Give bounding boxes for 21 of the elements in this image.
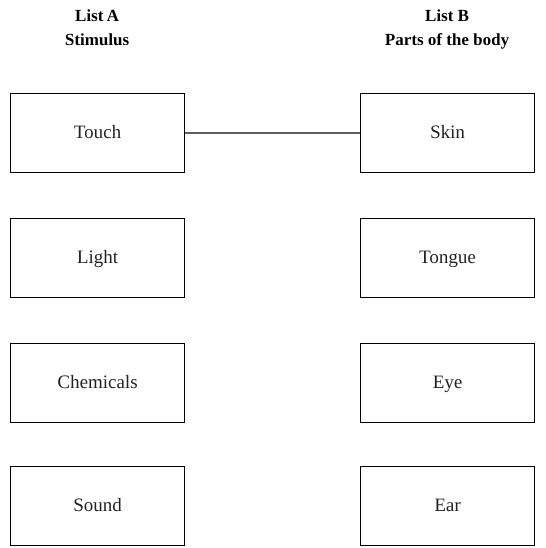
column-heading: Parts of the body — [384, 30, 510, 50]
term-box — [360, 343, 535, 423]
column-heading: List A — [75, 6, 119, 26]
term-box — [10, 93, 185, 173]
term-text: Chemicals — [57, 372, 138, 394]
term-text: Sound — [73, 495, 122, 517]
term-box — [360, 466, 535, 546]
term-text: Touch — [74, 122, 122, 144]
term-text: Light — [76, 247, 118, 269]
term-box — [360, 218, 535, 298]
term-text: Eye — [432, 372, 462, 394]
term-box — [10, 343, 185, 423]
term-text: Ear — [434, 495, 461, 517]
connector-line — [185, 132, 360, 134]
column-heading: Stimulus — [64, 30, 130, 50]
term-text: Skin — [430, 122, 465, 144]
column-heading: List B — [425, 6, 469, 26]
term-box — [10, 466, 185, 546]
term-text: Tongue — [419, 247, 476, 269]
term-box — [360, 93, 535, 173]
term-box — [10, 218, 185, 298]
